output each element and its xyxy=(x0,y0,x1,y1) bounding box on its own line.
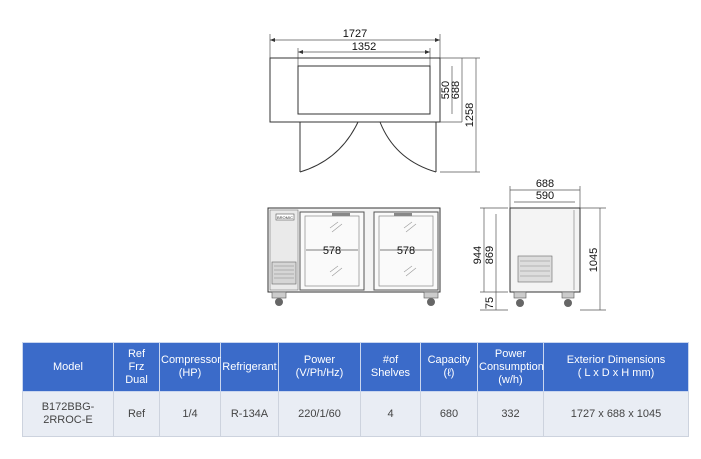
dim-side-inner: 590 xyxy=(536,190,554,202)
dim-left-door: 578 xyxy=(323,245,341,257)
side-view: 688 590 944 869 75 1045 xyxy=(472,178,606,311)
dim-interior-width: 1352 xyxy=(352,41,376,53)
column-header: Power(V/Ph/Hz) xyxy=(278,342,361,392)
table-cell: 1/4 xyxy=(159,391,221,437)
technical-drawing: 1727 1352 550 688 1258 BROMIC xyxy=(267,28,606,311)
dim-door-swing: 1258 xyxy=(464,103,476,127)
table-cell: 4 xyxy=(360,391,421,437)
table-cell: 680 xyxy=(420,391,478,437)
dim-side-height: 1045 xyxy=(588,248,600,272)
front-view: BROMIC 578 578 xyxy=(267,207,441,306)
top-view: 1727 1352 550 688 1258 xyxy=(269,28,480,173)
dim-height-944: 944 xyxy=(472,246,484,264)
column-header: Refrigerant xyxy=(220,342,279,392)
table-cell: 220/1/60 xyxy=(278,391,361,437)
badge: BROMIC xyxy=(277,215,293,220)
dim-side-depth: 688 xyxy=(536,178,554,190)
column-header: Capacity(ℓ) xyxy=(420,342,478,392)
table-cell: B172BBG-2RROC-E xyxy=(22,391,114,437)
dim-depth: 688 xyxy=(450,81,462,99)
column-header: Compressor(HP) xyxy=(159,342,221,392)
dim-right-door: 578 xyxy=(397,245,415,257)
dim-interior-depth: 550 xyxy=(440,81,452,99)
column-header: Model xyxy=(22,342,114,392)
table-cell: R-134A xyxy=(220,391,279,437)
column-header: Exterior Dimensions( L x D x H mm) xyxy=(543,342,689,392)
dim-overall-width: 1727 xyxy=(343,28,367,40)
table-cell: 332 xyxy=(477,391,544,437)
table-cell: 1727 x 688 x 1045 xyxy=(543,391,689,437)
dim-leg-height: 75 xyxy=(484,297,496,309)
table-cell: Ref xyxy=(113,391,160,437)
dim-height-869: 869 xyxy=(484,246,496,264)
